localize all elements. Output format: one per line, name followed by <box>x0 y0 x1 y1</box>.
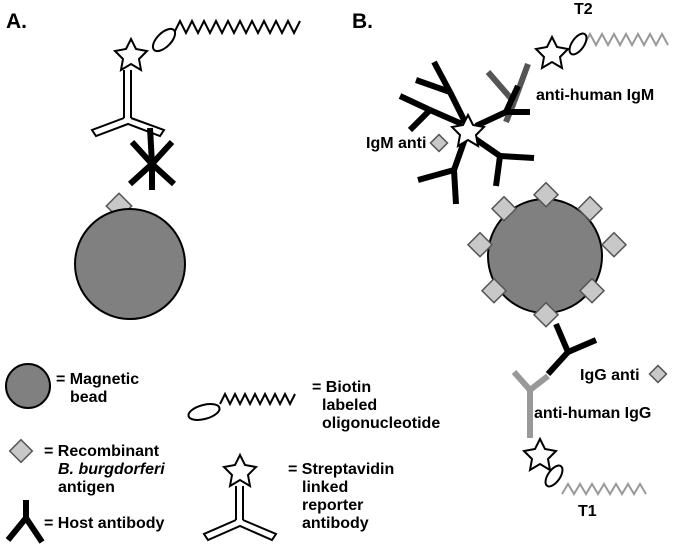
anti-human-igm-label: anti-human IgM <box>536 87 654 104</box>
legend-streptavidin-line1: = Streptavidin <box>288 461 394 478</box>
legend-biotin-oligo-icon <box>219 391 296 407</box>
magnetic-bead-icon <box>74 208 186 320</box>
legend-biotin-ellipse-icon <box>187 403 221 421</box>
t1-streptavidin-icon <box>523 438 557 471</box>
igm-antigen-icon <box>429 133 449 153</box>
anti-human-igg-label: anti-human IgG <box>534 405 651 422</box>
legend: = Magnetic bead = Recombinant B. burgdor… <box>5 363 440 544</box>
igg-anti-label: IgG anti <box>580 367 640 384</box>
legend-antigen-line3: antigen <box>58 479 115 496</box>
reporter-antibody-icon <box>90 70 166 138</box>
antigen-ring <box>466 181 628 328</box>
anti-human-igg-antibody-icon <box>511 370 550 438</box>
panel-a-assembly <box>74 18 301 320</box>
biotin-oligo-icon <box>173 18 301 36</box>
legend-streptavidin-line3: reporter <box>302 497 363 514</box>
t2-oligo-icon <box>583 31 669 48</box>
igg-antigen-icon <box>648 364 668 384</box>
biotin-ellipse-icon <box>151 27 177 53</box>
panel-a-label: A. <box>6 10 27 33</box>
legend-antigen-line2: B. burgdorferi <box>58 461 165 478</box>
legend-streptavidin-icon <box>223 454 257 487</box>
legend-bead-line2: bead <box>70 389 107 406</box>
legend-streptavidin-line2: linked <box>302 479 348 496</box>
t1-label: T1 <box>578 503 597 520</box>
legend-host-antibody-label: = Host antibody <box>44 515 165 532</box>
legend-antigen-icon <box>8 438 34 464</box>
host-antibody-stem <box>127 127 177 187</box>
legend-streptavidin-line4: antibody <box>302 515 369 532</box>
legend-biotin-line2: labeled <box>322 397 377 414</box>
igg-host-antibody-icon <box>545 322 598 377</box>
legend-biotin-line1: = Biotin <box>312 379 371 396</box>
streptavidin-icon <box>114 38 148 71</box>
legend-biotin-line3: oligonucleotide <box>322 415 440 432</box>
igm-anti-label: IgM anti <box>366 135 426 152</box>
t2-label: T2 <box>574 1 593 18</box>
igm-reporter-assembly: T2 anti-human IgM <box>485 1 669 124</box>
legend-bead-line1: = Magnetic <box>56 371 139 388</box>
panel-b-label: B. <box>352 10 373 33</box>
t1-biotin-icon <box>544 464 564 488</box>
t1-oligo-icon <box>561 482 647 496</box>
legend-host-antibody-icon <box>5 500 45 544</box>
legend-reporter-antibody-icon <box>202 486 278 542</box>
t2-biotin-icon <box>568 32 588 56</box>
legend-antigen-line1: = Recombinant <box>44 443 160 460</box>
t2-streptavidin-icon <box>535 36 569 69</box>
panel-b-bead-assembly <box>466 181 628 328</box>
legend-bead-icon <box>5 363 51 409</box>
